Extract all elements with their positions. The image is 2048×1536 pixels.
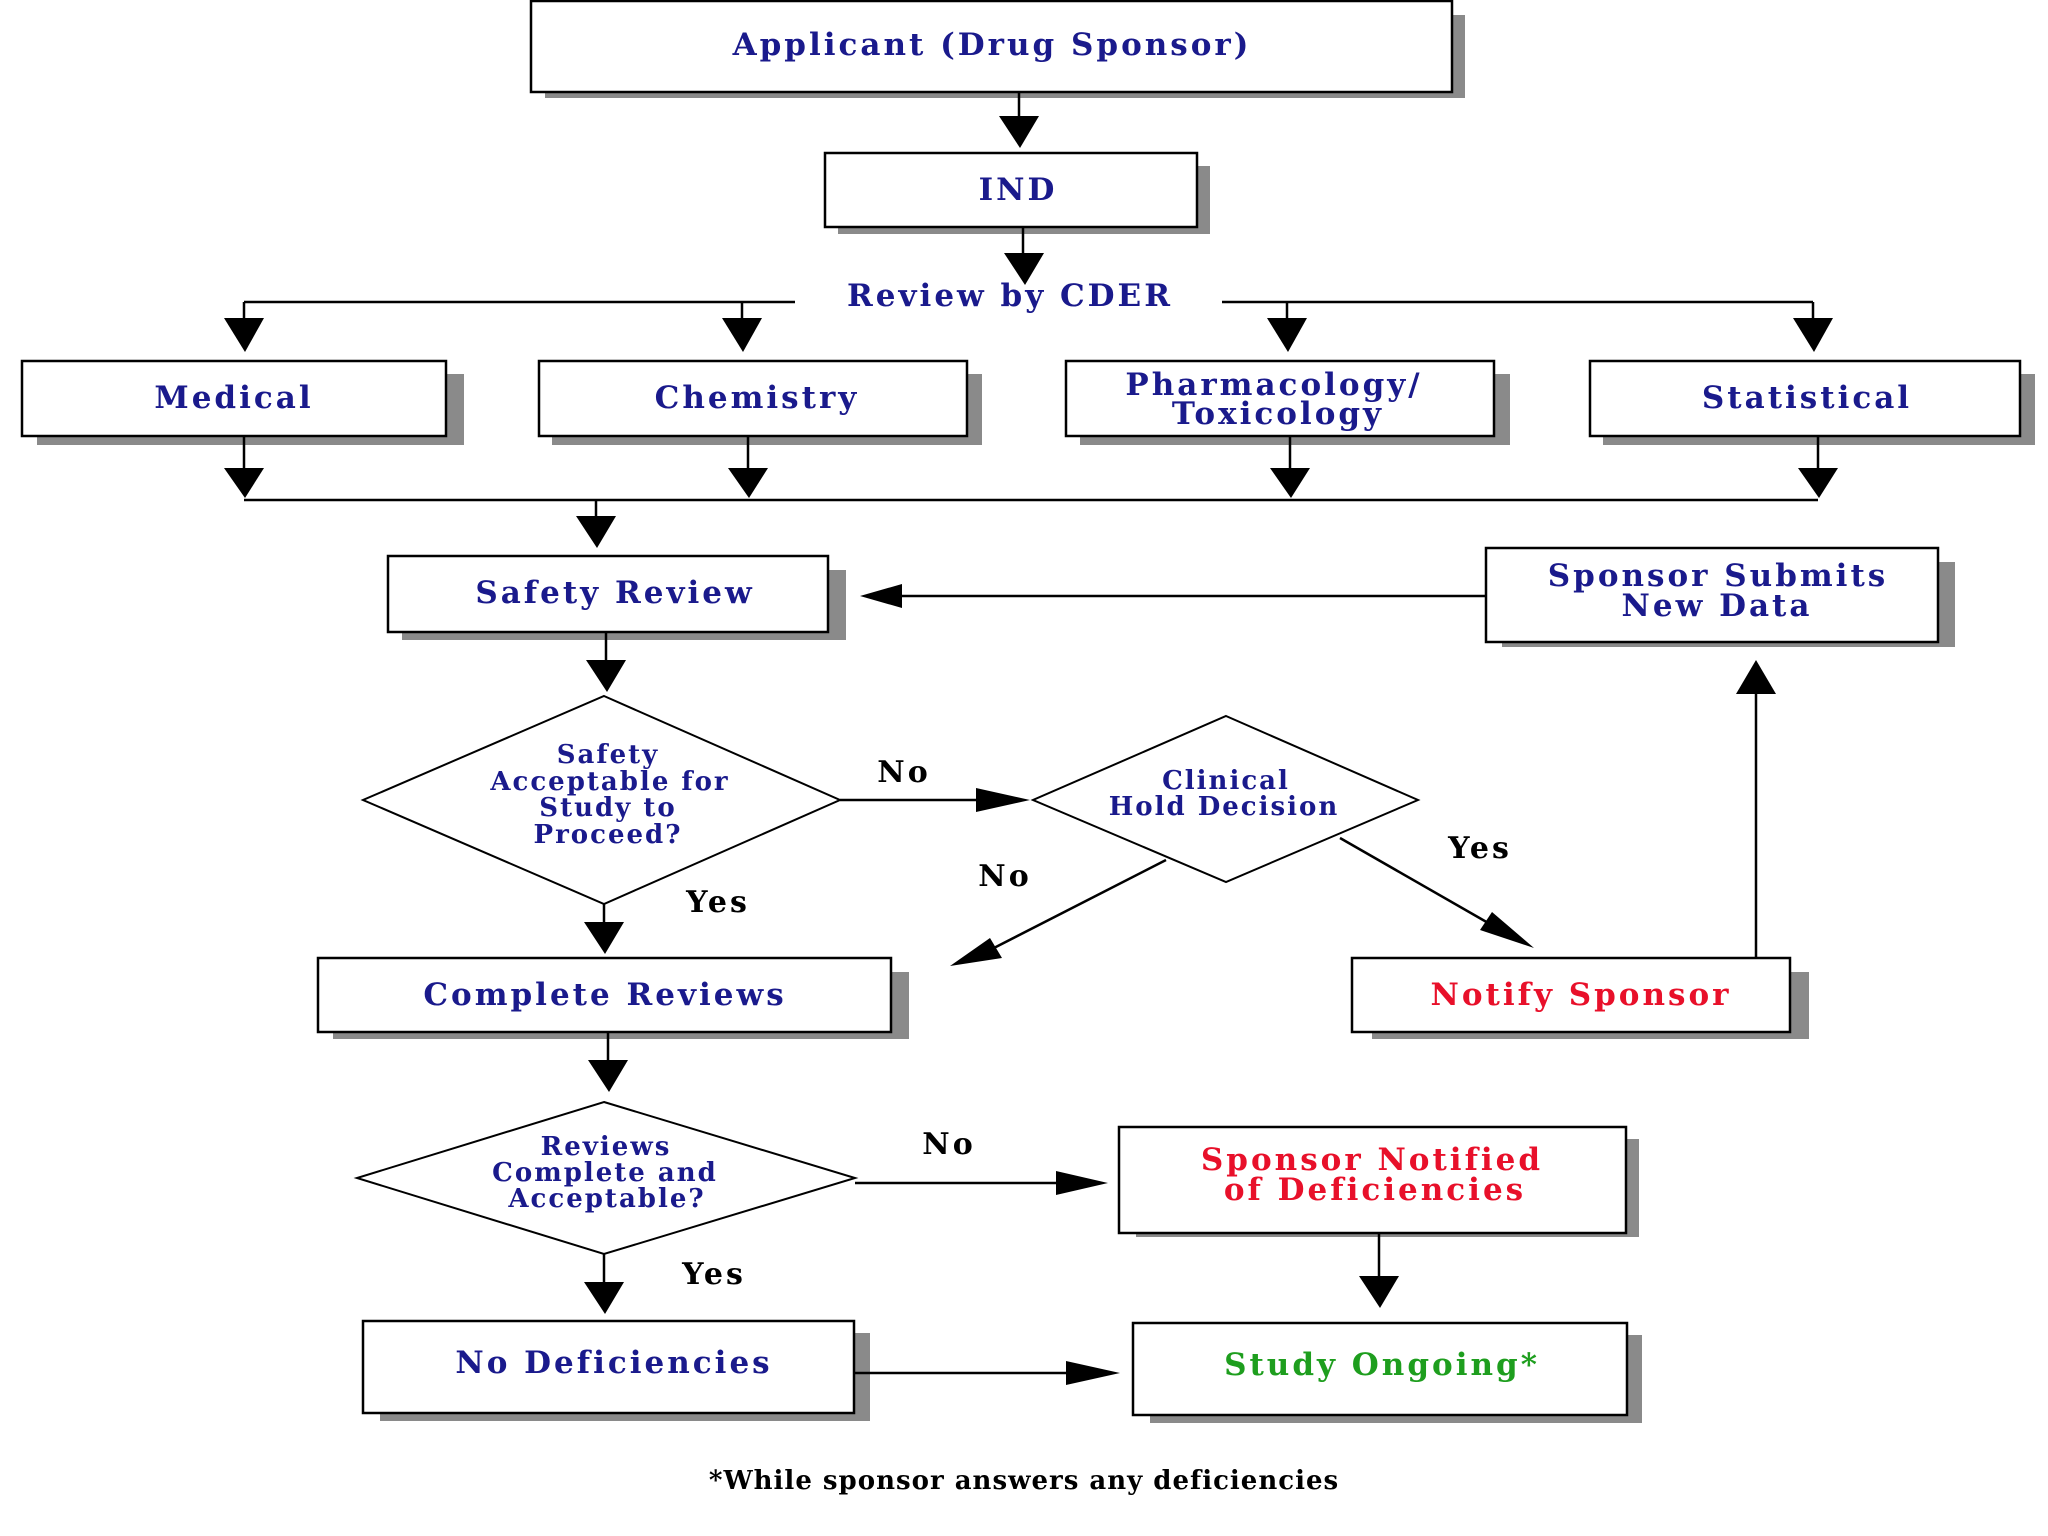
safety-decision-line1: Safety (557, 740, 659, 770)
arrow-to-safety-review-left (860, 584, 902, 608)
reviews-decision-line3: Acceptable? (507, 1184, 705, 1214)
sponsor-submits-box: Sponsor Submits New Data (1484, 546, 1955, 647)
arrow-reviews-yes (584, 1282, 624, 1314)
arrow-to-safety-review (576, 516, 616, 548)
arrow-complete-to-decision (588, 1060, 628, 1092)
edge-label-safety-yes: Yes (685, 885, 750, 920)
safety-decision-line2: Acceptable for (489, 767, 729, 797)
arrow-ind-review (1004, 253, 1044, 285)
review-cder-label: Review by CDER (847, 278, 1173, 314)
medical-label: Medical (154, 380, 313, 416)
arrow-to-pharmacology (1267, 318, 1307, 352)
arrow-reviews-no (1056, 1171, 1108, 1195)
clinical-hold-line2: Hold Decision (1109, 792, 1340, 822)
sponsor-submits-line2: New Data (1622, 588, 1813, 624)
sponsor-notified-line2: of Deficiencies (1224, 1172, 1526, 1208)
safety-review-box: Safety Review (386, 554, 846, 640)
arrowheads (224, 116, 1838, 1385)
study-ongoing-box: Study Ongoing* (1131, 1321, 1642, 1423)
arrow-safety-no (976, 788, 1030, 812)
footnote: *While sponsor answers any deficiencies (709, 1466, 1339, 1496)
arrow-to-sponsor-submits (1736, 660, 1776, 694)
complete-reviews-label: Complete Reviews (423, 977, 786, 1013)
edge-label-safety-no: No (877, 755, 930, 790)
sponsor-notified-line1: Sponsor Notified (1201, 1142, 1543, 1178)
edge-label-reviews-yes: Yes (681, 1257, 746, 1292)
clinical-hold-decision: Clinical Hold Decision (1030, 714, 1421, 884)
ind-box: IND (823, 151, 1210, 234)
connectors (242, 92, 1820, 1375)
safety-acceptable-decision: Safety Acceptable for Study to Proceed? (360, 694, 843, 906)
chemistry-box: Chemistry (537, 359, 982, 445)
clinical-hold-line1: Clinical (1162, 766, 1290, 796)
reviews-decision-line1: Reviews (541, 1132, 672, 1162)
notify-sponsor-label: Notify Sponsor (1431, 977, 1732, 1013)
reviews-decision-line2: Complete and (492, 1158, 718, 1188)
complete-reviews-box: Complete Reviews (316, 956, 909, 1039)
edge-label-reviews-no: No (922, 1127, 975, 1162)
safety-decision-line4: Proceed? (534, 820, 683, 850)
reviews-complete-decision: Reviews Complete and Acceptable? (353, 1100, 859, 1256)
sponsor-notified-box: Sponsor Notified of Deficiencies (1117, 1125, 1639, 1237)
arrow-from-medical (224, 468, 264, 498)
arrow-from-statistical (1798, 468, 1838, 498)
sponsor-submits-line1: Sponsor Submits (1548, 558, 1888, 594)
no-deficiencies-label: No Deficiencies (455, 1345, 772, 1381)
edge-label-hold-yes: Yes (1447, 831, 1512, 866)
arrow-to-statistical (1793, 318, 1833, 352)
arrow-safety-yes (584, 922, 624, 954)
arrow-hold-no (950, 938, 1002, 966)
arrow-from-chemistry (728, 468, 768, 498)
statistical-box: Statistical (1588, 359, 2035, 445)
no-deficiencies-box: No Deficiencies (361, 1319, 870, 1421)
arrow-notified-to-ongoing (1359, 1276, 1399, 1308)
arrow-to-medical (224, 318, 264, 352)
statistical-label: Statistical (1702, 380, 1912, 416)
notify-sponsor-box: Notify Sponsor (1350, 956, 1809, 1039)
safety-review-label: Safety Review (475, 575, 754, 611)
pharmacology-box: Pharmacology/ Toxicology (1064, 359, 1510, 445)
medical-box: Medical (20, 359, 464, 445)
arrow-applicant-ind (999, 116, 1039, 148)
study-ongoing-label: Study Ongoing* (1224, 1347, 1540, 1383)
arrow-nodef-to-ongoing (1066, 1361, 1120, 1385)
arrow-hold-yes (1480, 912, 1534, 948)
ind-label: IND (979, 172, 1058, 208)
arrow-to-chemistry (722, 318, 762, 352)
edge-label-hold-no: No (978, 859, 1031, 894)
applicant-label: Applicant (Drug Sponsor) (732, 27, 1252, 63)
safety-decision-line3: Study to (539, 793, 676, 823)
applicant-box: Applicant (Drug Sponsor) (529, 0, 1465, 98)
chemistry-label: Chemistry (655, 380, 860, 416)
arrow-safety-to-decision (586, 660, 626, 692)
arrow-from-pharmacology (1270, 468, 1310, 498)
pharmacology-label-line2: Toxicology (1172, 396, 1384, 432)
pharmacology-label-line1: Pharmacology/ (1125, 367, 1422, 403)
